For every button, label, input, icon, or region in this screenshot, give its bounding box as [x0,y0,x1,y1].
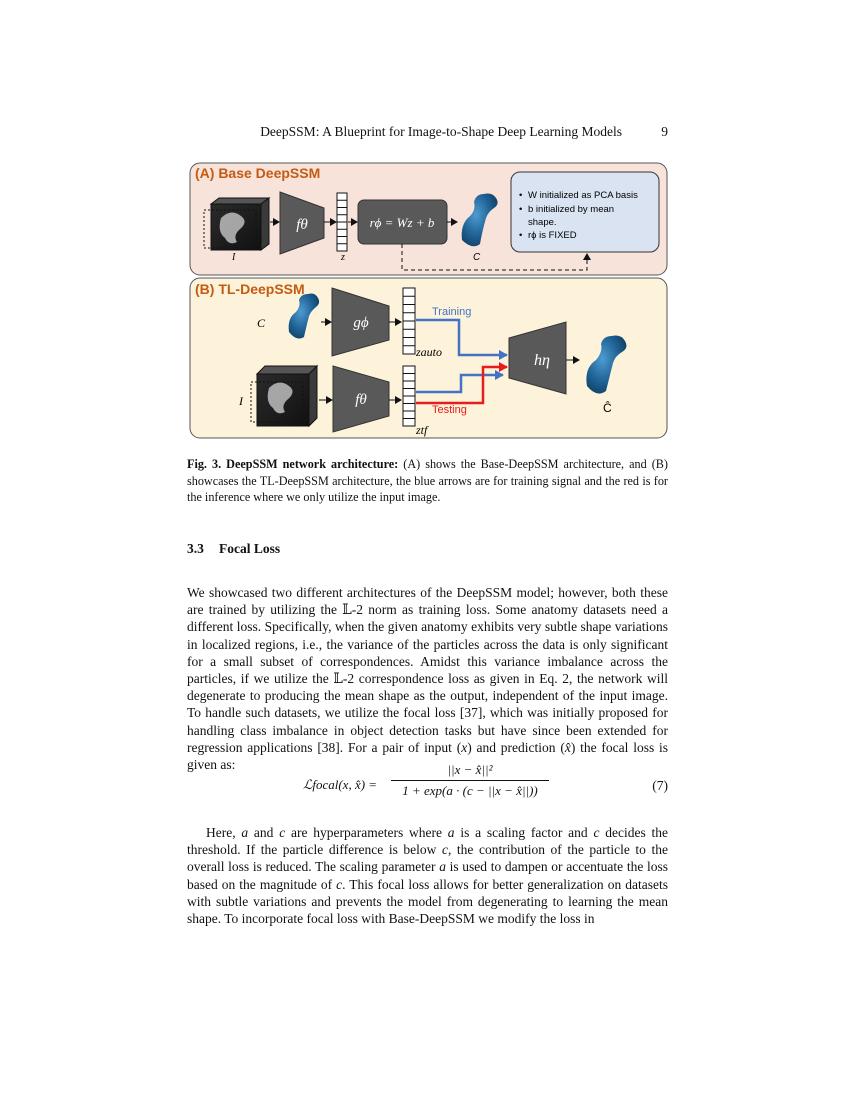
ct-volume-icon [203,197,271,251]
note-item: b initialized by mean [528,204,614,215]
panel-a-decoder-label: rϕ = Wz + b [370,215,435,230]
paragraph: We showcased two different architectures… [187,584,668,773]
section-title: Focal Loss [219,541,281,556]
architecture-figure: (A) Base DeepSSM I fθ z rϕ = Wz + b [189,160,669,440]
figure-caption: Fig. 3. DeepSSM network architecture: (A… [187,456,668,506]
panel-b-image-input-label: I [238,394,244,408]
math-var: c [593,825,600,840]
panel-a-latent-label: z [340,252,345,263]
panel-b-shape-input-label: C [257,316,266,330]
paragraph-text: decides the threshold. If the particle d… [187,825,668,858]
equation-number: (7) [652,778,668,793]
paragraph-text: , the contribution of the particle to th… [187,842,668,875]
equation-fraction: ||x − x̂||² 1 + exp(a · (c − ||x − x̂||)… [391,760,549,801]
equation-lhs: ℒfocal(x, x̂) = [303,777,378,792]
paragraph-text: is a scaling factor and [454,825,594,840]
svg-text:•: • [519,204,522,215]
equation-7: ℒfocal(x, x̂) = ||x − x̂||² 1 + exp(a · … [187,760,668,810]
running-title: DeepSSM: A Blueprint for Image-to-Shape … [260,124,622,139]
testing-label: Testing [432,404,467,416]
paragraph-text: We showcased two different architectures… [187,585,668,755]
math-var: c [441,842,448,858]
training-label: Training [432,306,471,318]
femur-shape-icon [461,193,498,247]
note-item: W initialized as PCA basis [528,190,638,201]
paragraph-text: ) and prediction ( [467,739,565,755]
caption-label: Fig. 3. DeepSSM network architecture: [187,457,399,471]
panel-a-encoder [279,191,325,255]
panel-b-autoencoder [331,287,390,357]
panel-b-encoder-label: fθ [355,392,367,408]
panel-b-encoder [332,365,390,433]
paragraph: Here, a and c are hyperparameters where … [187,824,668,927]
paragraph-text: . This focal loss allows for better gene… [187,876,668,927]
equation-denominator: 1 + exp(a · (c − ||x − x̂||)) [402,783,538,798]
panel-b-tf-latent-label: ztf [415,423,429,437]
paragraph-text: is used to dampen or accentuate the loss… [187,859,668,892]
panel-b-auto-latent-label: zauto [415,345,442,359]
fraction-bar [391,780,549,781]
architecture-diagram: (A) Base DeepSSM I fθ z rϕ = Wz + b [189,162,668,439]
panel-a-encoder-label: fθ [296,217,308,233]
note-item: rϕ is FIXED [528,230,577,241]
panel-a-shape-label: C [473,252,481,263]
paragraph-text: Here, [206,825,242,840]
training-arrow-auto [416,318,508,360]
page-number: 9 [661,124,668,139]
section-heading: 3.3 Focal Loss [187,541,280,557]
panel-b-tf-latent-vector [402,365,416,427]
section-number: 3.3 [187,541,204,556]
panel-b-output-label: Ĉ [603,400,612,415]
panel-b-title: (B) TL-DeepSSM [195,281,305,297]
femur-shape-icon [288,293,320,339]
panel-b-autoencoder-label: gϕ [353,315,369,331]
svg-text:•: • [519,230,522,241]
math-var: x [461,739,468,755]
fixed-connection [401,244,591,271]
caption-text: (A) shows the Base-DeepSSM architecture,… [187,457,668,504]
math-var: a [241,825,249,840]
equation-numerator: ||x − x̂||² [447,762,493,777]
panel-a-input-label: I [231,252,236,263]
math-var: x̂ [564,739,571,755]
ct-volume-icon [250,364,319,428]
math-var: c [279,825,286,840]
testing-arrow [416,362,508,405]
math-var: c [336,876,343,892]
paragraph-text: and [248,825,280,840]
math-var: a [439,859,446,875]
panel-b-auto-latent-vector [402,287,416,355]
running-header: DeepSSM: A Blueprint for Image-to-Shape … [186,124,668,144]
panel-a-notes: • W initialized as PCA basis • b initial… [519,190,638,241]
math-var: a [447,825,455,840]
svg-text:•: • [519,190,522,201]
panel-b-decoder-label: hη [534,352,550,369]
panel-a-latent-vector [336,192,348,252]
paragraph-text: ) the focal loss is given as: [187,739,669,773]
paragraph-text: are hyperparameters where [285,825,448,840]
panel-a-title: (A) Base DeepSSM [195,165,320,181]
note-item: shape. [528,217,557,228]
panel-b-decoder [508,321,567,395]
femur-shape-icon [586,335,627,394]
panel-a-notes-box [510,171,660,253]
